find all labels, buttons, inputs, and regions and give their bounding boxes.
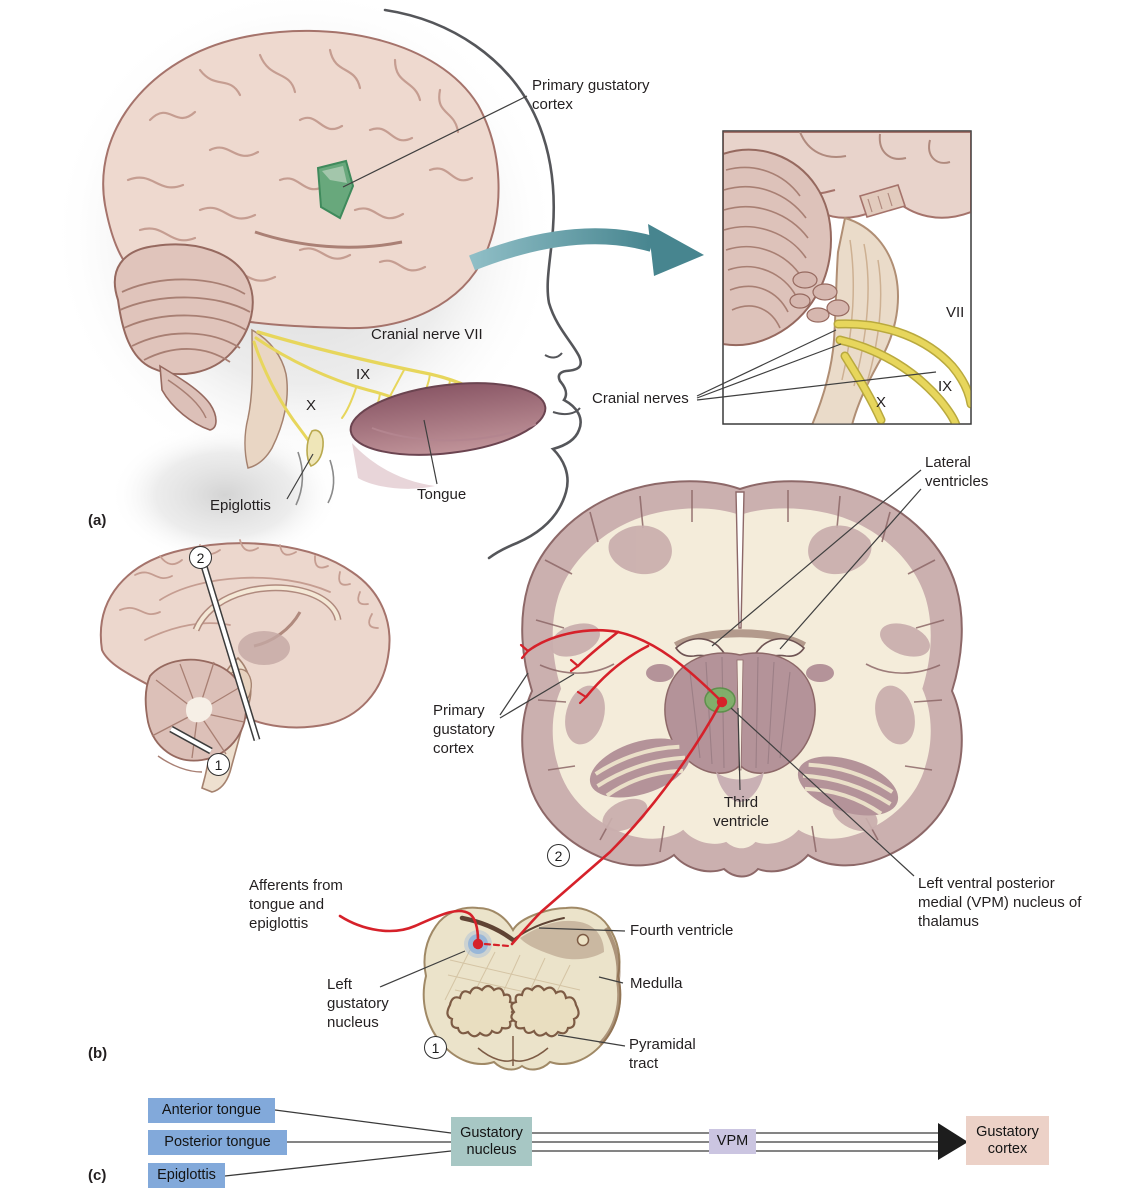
head-outline — [383, 8, 583, 560]
sagittal-cerebellum — [144, 658, 247, 773]
marker-plane-1: 1 — [207, 753, 230, 776]
leader-lines — [286, 95, 937, 1047]
tongue-shape — [349, 382, 547, 489]
label-fourth-ventricle: Fourth ventricle — [630, 922, 734, 939]
label-primary-gustatory-cortex-a: Primary gustatory cortex — [532, 77, 650, 113]
inset-cerebellum-striations — [723, 166, 809, 329]
sagittal-brain — [99, 539, 391, 793]
head-profile-illustration — [50, 0, 704, 565]
fourth-ventricle-floor — [459, 915, 516, 943]
marker-medulla-1: 1 — [424, 1036, 447, 1059]
label-cranial-nerve-vii: Cranial nerve VII — [371, 326, 483, 343]
label-medulla: Medulla — [630, 975, 683, 992]
afferent-fiber — [338, 909, 480, 943]
inset-box — [722, 130, 972, 425]
longitudinal-fissure — [735, 491, 745, 629]
sagittal-corpus-callosum — [192, 584, 342, 665]
flow-lines — [224, 1109, 940, 1177]
label-tongue: Tongue — [417, 486, 467, 503]
thalamocortical-trunk — [616, 630, 724, 704]
ascending-fiber — [510, 702, 722, 946]
section-plane-2 — [200, 564, 261, 742]
coronal-sulci — [535, 490, 945, 853]
section-plane-1 — [169, 725, 213, 755]
label-epiglottis: Epiglottis — [210, 497, 271, 514]
flow-box-posterior-tongue: Posterior tongue — [148, 1130, 287, 1155]
flow-box-anterior-tongue: Anterior tongue — [148, 1098, 275, 1123]
label-inset-vii: VII — [946, 304, 965, 321]
label-nerve-x: X — [306, 397, 317, 414]
panel-tag-b: (b) — [88, 1045, 108, 1062]
marker-coronal-2: 2 — [547, 844, 570, 867]
basal-ganglia-left — [589, 738, 691, 798]
label-inset-ix: IX — [938, 378, 953, 395]
flow-box-vpm: VPM — [709, 1129, 756, 1154]
zoom-arrow — [469, 224, 704, 276]
inset-nerves — [833, 319, 971, 424]
basal-ganglia-right — [797, 756, 899, 816]
label-nerve-ix: IX — [356, 366, 371, 383]
label-third-ventricle: Third ventricle — [713, 794, 769, 830]
label-afferents: Afferents from tongue and epiglottis — [249, 877, 343, 932]
flow-box-gustatory-nucleus: Gustatory nucleus — [451, 1117, 532, 1166]
label-primary-gustatory-cortex-b: Primary gustatory cortex — [433, 702, 495, 757]
cerebellum — [113, 243, 254, 431]
brainstem — [244, 328, 288, 469]
flow-arrowhead — [938, 1123, 968, 1160]
cerebellum-striations — [119, 278, 251, 363]
medulla-section — [422, 906, 622, 1071]
label-pyramidal-tract: Pyramidal tract — [629, 1036, 696, 1072]
red-taste-pathway — [338, 628, 728, 950]
panel-tag-c: (c) — [88, 1167, 107, 1184]
label-left-gustatory-nucleus: Left gustatory nucleus — [327, 976, 389, 1031]
marker-plane-2: 2 — [189, 546, 212, 569]
label-cranial-nerves-inset: Cranial nerves — [592, 390, 689, 407]
panel-tag-a: (a) — [88, 512, 107, 529]
label-lateral-ventricles: Lateral ventricles — [925, 454, 989, 490]
label-inset-x: X — [876, 394, 887, 411]
flow-box-epiglottis: Epiglottis — [148, 1163, 225, 1188]
synapse-endings — [519, 643, 588, 705]
label-vpm-nucleus: Left ventral posterior medial (VPM) nucl… — [918, 875, 1082, 930]
flow-box-gustatory-cortex: Gustatory cortex — [966, 1116, 1049, 1165]
pyramidal-tract-outline — [477, 1036, 549, 1066]
